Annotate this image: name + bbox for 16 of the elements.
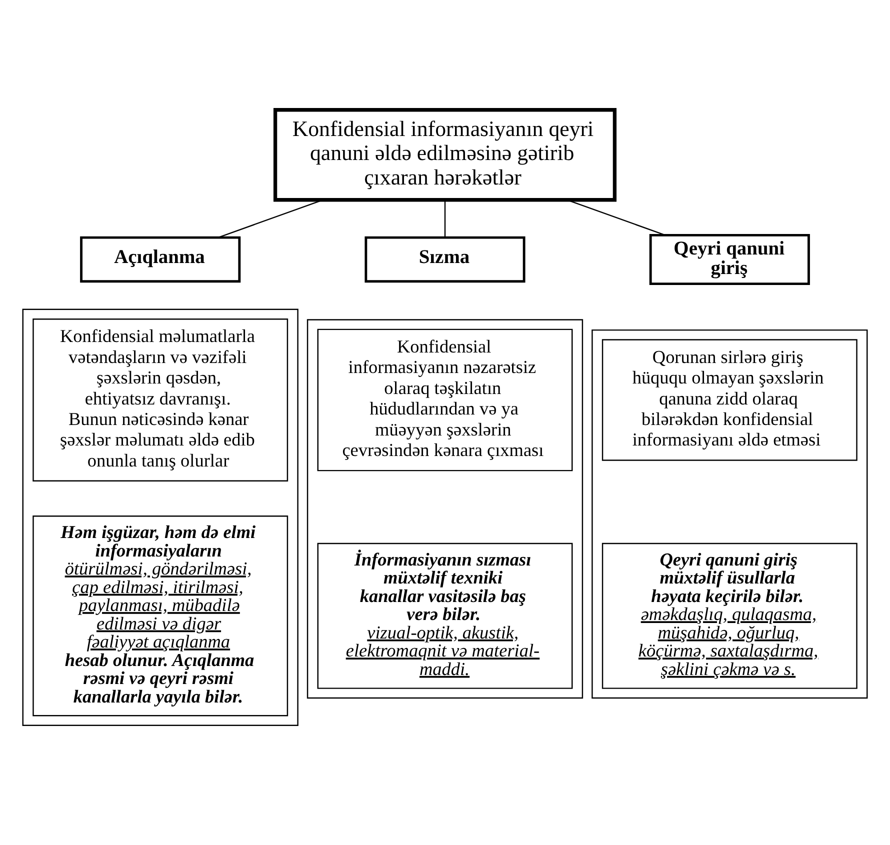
cluster [22, 308, 298, 726]
connector [218, 199, 323, 238]
connector [567, 199, 666, 236]
cluster [592, 329, 868, 699]
node-box: Açıqlanma [80, 236, 241, 283]
node-box: Həm işgüzar, həm də elmi informasiyaların ötürülməsi, göndərilməsi, çap edilməsi, itirilməsi, paylanması, mübadilə edilməsi və digər fəaliyyət açıqlanma hesab olunur. Açıqlanma rəsmi və qeyri rəsmi kanallarla yayıla bilər. [32, 516, 288, 716]
node-box: Konfidensial məlumatlarla vətəndaşların və vəzifəli şəxslərin qəsdən, ehtiyatsız davranışı. Bunun nəticəsində kənar şəxslər məlumatı əldə edib onunla tanış olurlar [32, 318, 288, 482]
node-box: İnformasiyanın sızması müxtəlif texniki kanallar vasitəsilə baş verə bilər. vizual-optik, akustik, elektromaqnit və material-maddi. [317, 542, 573, 689]
node-box: Konfidensial informasiyanın nəzarətsiz olaraq təşkilatın hüdudlarından və ya müəyyən şəxslərin çevrəsindən kənara çıxması [317, 328, 573, 472]
node-box: Qeyri qanuni giriş müxtəlif üsullarla həyata keçirilə bilər. əməkdaşlıq, qulaqasma, müşahidə, oğurluq, köçürmə, saxtalaşdırma, şəklini çəkmə və s. [602, 542, 858, 689]
node-box: Qeyri qanuni giriş [649, 234, 810, 286]
connector [444, 200, 446, 238]
node-box: Sızma [364, 236, 526, 283]
node-box: Qorunan sirlərə giriş hüququ olmayan şəxslərin qanuna zidd olaraq bilərəkdən konfidensial informasiyanı əldə etməsi [602, 339, 858, 461]
cluster [306, 319, 584, 699]
node-box: Konfidensial informasiyanın qeyri qanuni əldə edilməsinə gətirib çıxaran hərəkətlər [273, 108, 617, 202]
